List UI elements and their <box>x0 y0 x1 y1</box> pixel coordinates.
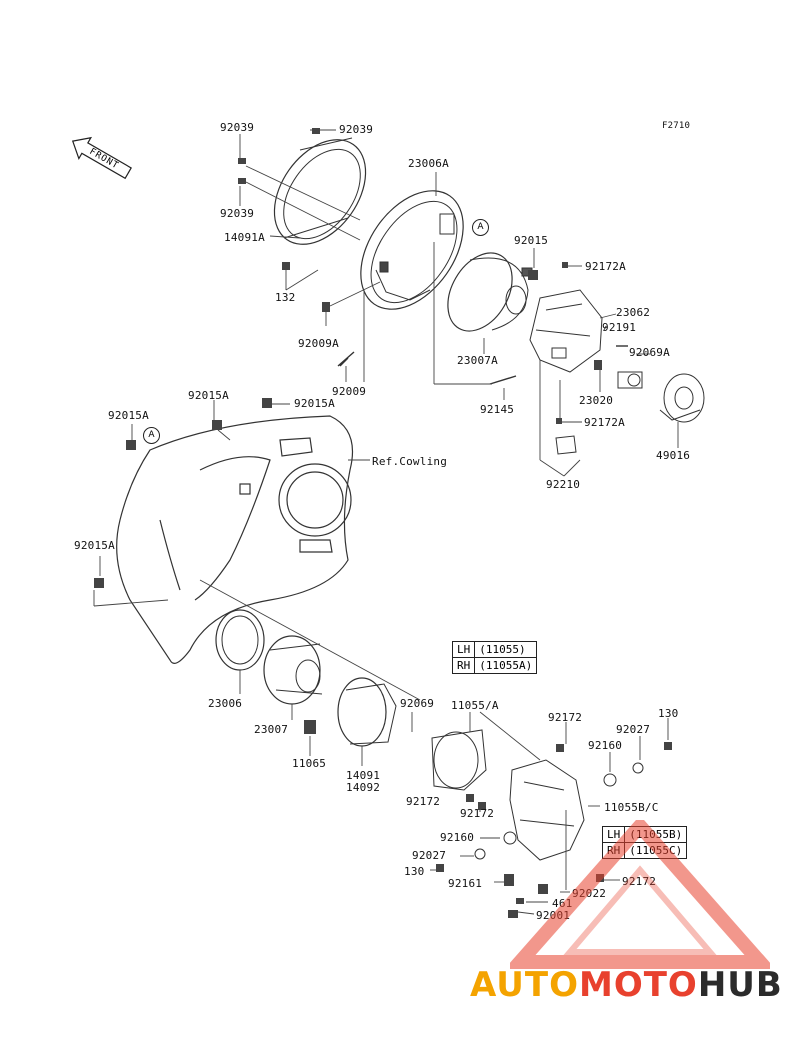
label-92160-b: 92160 <box>440 831 475 844</box>
table-side-cell: RH <box>451 657 476 674</box>
table-side-cell: LH <box>451 641 476 658</box>
housing-ring-23006A <box>360 190 464 310</box>
label-14091: 14091 <box>346 769 381 782</box>
plate-92210 <box>555 435 577 455</box>
bracket-23062 <box>529 289 603 373</box>
label-ref-cowling: Ref.Cowling <box>372 455 448 468</box>
label-11055-A: 11055/A <box>451 699 499 712</box>
label-49016: 49016 <box>656 449 691 462</box>
bracket-11055 <box>431 729 487 791</box>
table-part-cell: (11055) <box>474 641 538 658</box>
reflector-23007 <box>263 635 323 705</box>
label-11055B-C: 11055B/C <box>604 801 659 814</box>
label-92069: 92069 <box>400 697 435 710</box>
watermark-logo: AUTOMOTOHUB <box>470 960 800 1010</box>
label-92172-a: 92172 <box>548 711 583 724</box>
label-92039-top-left: 92039 <box>220 121 255 134</box>
variant-table-11055: LH (11055) RH (11055A) <box>451 641 538 674</box>
label-130-b: 130 <box>404 865 425 878</box>
label-23007A: 23007A <box>457 354 498 367</box>
label-11065: 11065 <box>292 757 327 770</box>
watermark-part-moto: MOTO <box>578 965 698 1005</box>
label-92009: 92009 <box>332 385 367 398</box>
bracket-11055BC <box>474 759 644 861</box>
label-92210: 92210 <box>546 478 581 491</box>
label-23006: 23006 <box>208 697 243 710</box>
label-92172-c: 92172 <box>460 807 495 820</box>
reflector-23007A <box>447 252 533 332</box>
label-92172A-top: 92172A <box>585 260 626 273</box>
label-92160-a: 92160 <box>588 739 623 752</box>
label-130-a: 130 <box>658 707 679 720</box>
bulb-cover-49016 <box>617 371 705 423</box>
label-92015A-top: 92015A <box>188 389 229 402</box>
cowling-shape <box>116 415 354 664</box>
watermark-triangle-icon <box>510 820 770 969</box>
watermark-part-hub: HUB <box>697 965 783 1005</box>
label-92015A-low: 92015A <box>74 539 115 552</box>
fasteners <box>94 128 672 918</box>
front-arrow-icon <box>71 136 132 180</box>
label-92009A: 92009A <box>298 337 339 350</box>
label-23062: 23062 <box>616 306 651 319</box>
label-14092: 14092 <box>346 781 381 794</box>
label-92015: 92015 <box>514 234 549 247</box>
label-92172-d: 92172 <box>622 875 657 888</box>
table-part-cell: (11055A) <box>474 657 538 674</box>
callout-a-upper: A <box>472 219 489 236</box>
label-92015A-right: 92015A <box>294 397 335 410</box>
label-92191: 92191 <box>602 321 637 334</box>
label-23020: 23020 <box>579 394 614 407</box>
label-132: 132 <box>275 291 296 304</box>
label-92039-mid: 92039 <box>220 207 255 220</box>
figure-code: F2710 <box>662 121 691 131</box>
label-92172A-bottom: 92172A <box>584 416 625 429</box>
cover-14091 <box>337 677 397 747</box>
label-92145: 92145 <box>480 403 515 416</box>
front-direction-arrow: FRONT <box>62 128 139 191</box>
callout-a-lower: A <box>143 427 160 444</box>
label-23007: 23007 <box>254 723 289 736</box>
label-92161: 92161 <box>448 877 483 890</box>
leader-lines <box>93 129 679 915</box>
label-92172-b: 92172 <box>406 795 441 808</box>
label-92027-a: 92027 <box>616 723 651 736</box>
label-92027-b: 92027 <box>412 849 447 862</box>
label-14091A: 14091A <box>224 231 265 244</box>
label-92015A-left: 92015A <box>108 409 149 422</box>
rim-ring-14091A <box>273 137 367 245</box>
table-row: RH (11055A) <box>451 657 538 674</box>
table-row: LH (11055) <box>451 641 538 658</box>
ring-23006 <box>215 609 265 671</box>
label-92069A: 92069A <box>629 346 670 359</box>
watermark-part-auto: AUTO <box>470 965 579 1005</box>
label-23006A: 23006A <box>408 157 449 170</box>
springs <box>337 345 628 385</box>
label-92039-top-right: 92039 <box>339 123 374 136</box>
